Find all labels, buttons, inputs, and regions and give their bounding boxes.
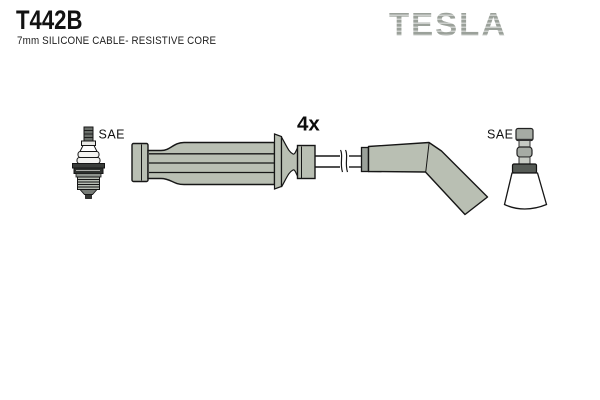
cable-break-mark (339, 149, 344, 173)
cable-break-mark (344, 149, 349, 173)
plug-insulator-cone (503, 172, 548, 210)
terminal-base-collar (511, 163, 538, 174)
plug-boot-angled (360, 141, 489, 216)
plug-tip (78, 189, 99, 195)
terminal-ring (516, 146, 533, 158)
plug-shell-flange (72, 163, 105, 169)
boot-trumpet (280, 136, 299, 188)
plug-insulator-rib (76, 157, 101, 164)
terminal-neck (518, 156, 531, 165)
cable (315, 149, 362, 173)
subtitle: 7mm SILICONE CABLE- RESISTIVE CORE (17, 35, 217, 47)
spark-plug-left-icon (72, 126, 105, 199)
plug-gasket (75, 173, 102, 178)
coil-boot-end-cap (131, 142, 149, 183)
plug-boot-entry-cap (360, 146, 370, 173)
boot-flange-fin (273, 133, 283, 190)
terminal-neck (518, 140, 531, 148)
terminal-nut-cap (515, 127, 534, 142)
plug-electrode (85, 194, 92, 199)
plug-threads (77, 176, 100, 190)
spark-plug-right-icon (503, 127, 548, 210)
plug-insulator-taper (79, 145, 98, 152)
quantity-label: 4x (297, 113, 320, 136)
plug-collar (81, 140, 96, 146)
sae-label-left: SAE (99, 128, 126, 142)
plug-boot-body (367, 141, 489, 216)
sae-label-right: SAE (487, 128, 514, 142)
plug-insulator-rib (77, 151, 100, 158)
part-number: T442B (16, 5, 83, 35)
boot-bend-crease (425, 143, 430, 172)
boot-nipple-cylinder (296, 144, 316, 180)
coil-boot (131, 133, 316, 190)
